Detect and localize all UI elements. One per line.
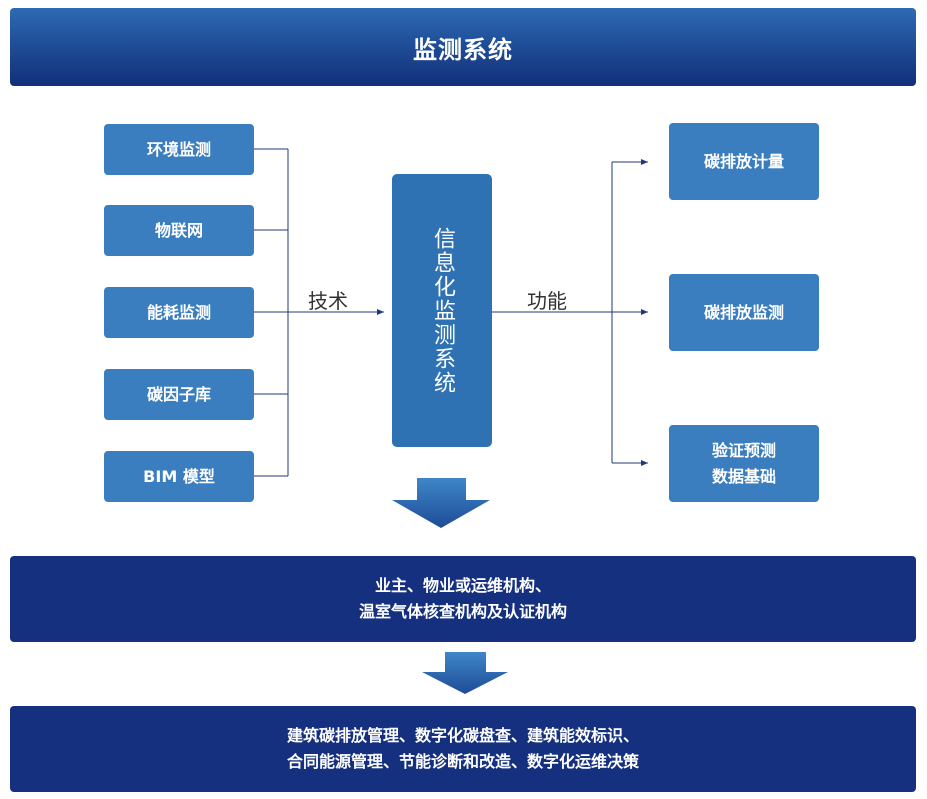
output-carbon-monitoring-label: 碳排放监测 <box>703 302 784 322</box>
output-carbon-metering-label: 碳排放计量 <box>703 151 784 171</box>
down-arrow-1 <box>392 478 490 528</box>
input-bim-model: BIM 模型 <box>104 451 254 502</box>
users-line1: 业主、物业或运维机构、 <box>374 576 551 595</box>
applications-bar: 建筑碳排放管理、数字化碳盘查、建筑能效标识、 合同能源管理、节能诊断和改造、数字… <box>10 706 916 792</box>
applications-line2: 合同能源管理、节能诊断和改造、数字化运维决策 <box>286 752 639 771</box>
input-environment-monitoring: 环境监测 <box>104 124 254 175</box>
users-bar: 业主、物业或运维机构、 温室气体核查机构及认证机构 <box>10 556 916 642</box>
output-carbon-monitoring: 碳排放监测 <box>669 274 819 351</box>
output-carbon-metering: 碳排放计量 <box>669 123 819 200</box>
output-verification-line2: 数据基础 <box>711 466 776 486</box>
function-label: 功能 <box>527 289 567 313</box>
input-iot: 物联网 <box>104 205 254 256</box>
input-bracket <box>254 148 289 477</box>
input-carbon-factor-library: 碳因子库 <box>104 369 254 420</box>
output-verification-line1: 验证预测 <box>711 440 776 460</box>
applications-line1: 建筑碳排放管理、数字化碳盘查、建筑能效标识、 <box>286 726 639 745</box>
central-system-box: 信息化监测系统 <box>392 174 492 447</box>
input-energy-monitoring: 能耗监测 <box>104 287 254 338</box>
output-verification-prediction: 验证预测 数据基础 <box>669 425 819 502</box>
tech-label: 技术 <box>308 289 348 313</box>
diagram-title: 监测系统 <box>10 8 916 86</box>
users-line2: 温室气体核查机构及认证机构 <box>358 602 567 621</box>
down-arrow-2 <box>422 652 508 694</box>
